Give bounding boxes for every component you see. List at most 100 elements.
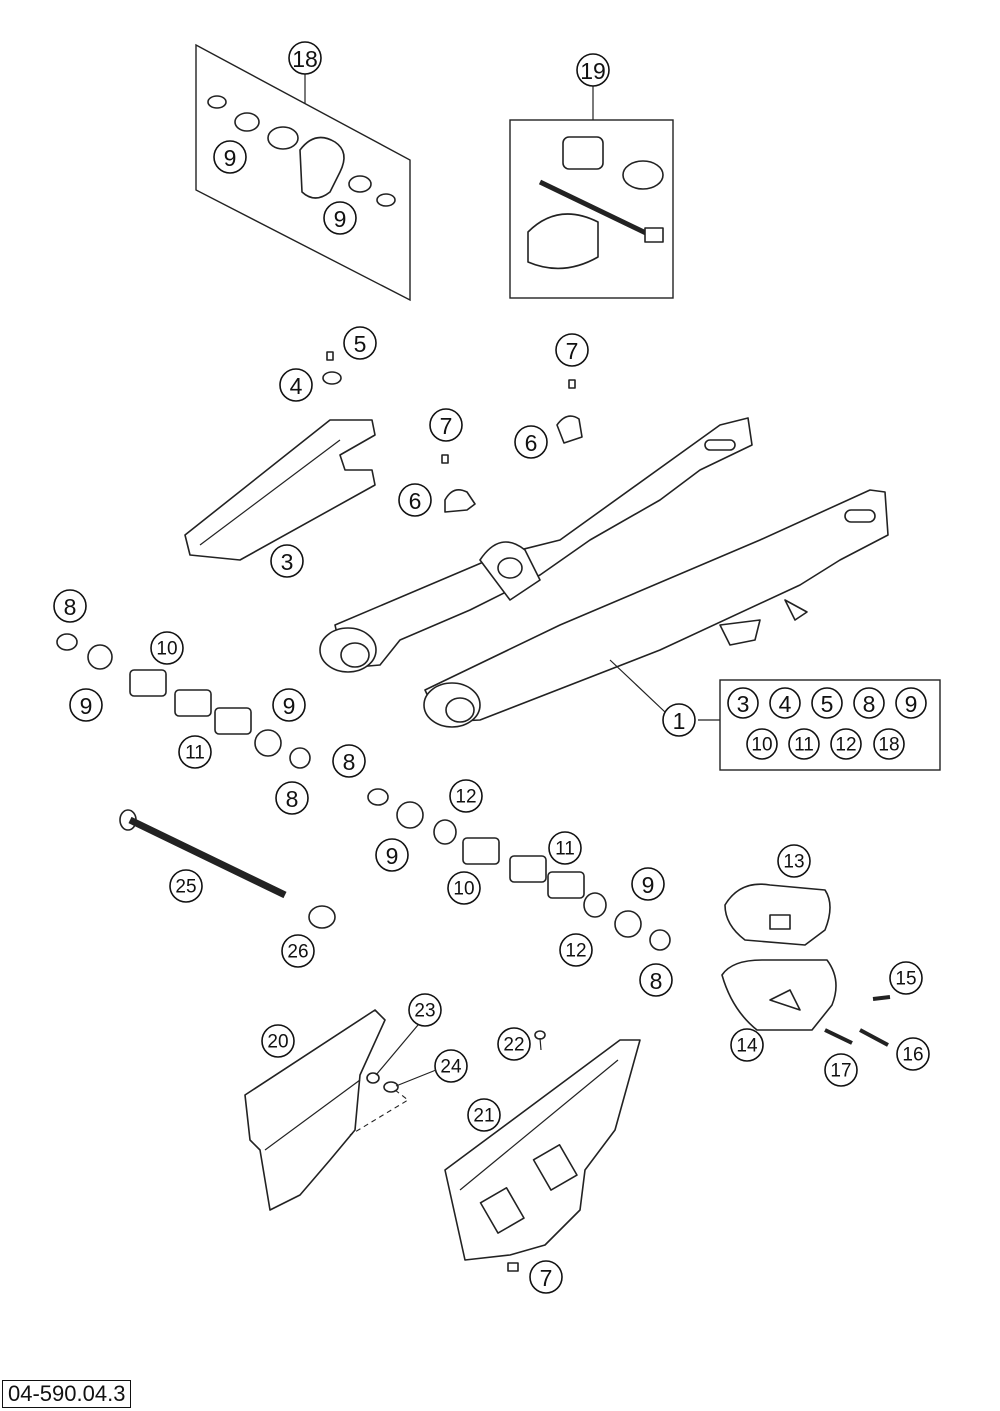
callout-8-d: 8 [639,963,673,997]
callout-9-c: 9 [375,838,409,872]
svg-text:9: 9 [283,693,296,719]
kit-1-item: 8 [853,687,885,719]
kit-19-box [509,85,674,299]
svg-text:8: 8 [286,786,299,812]
svg-text:10: 10 [453,879,474,900]
callout-6-a: 6 [398,483,432,517]
callout-17: 17 [824,1053,858,1087]
chain-slider-part [184,351,376,561]
svg-text:19: 19 [580,58,606,84]
svg-text:3: 3 [737,691,750,717]
clamp-parts [441,379,583,513]
svg-text:7: 7 [540,1265,553,1291]
callout-9-b: 9 [272,688,306,722]
svg-text:8: 8 [64,594,77,620]
kit-18-box [195,43,411,302]
callout-14: 14 [730,1028,764,1062]
svg-text:22: 22 [503,1035,524,1056]
svg-text:8: 8 [650,968,663,994]
kit-1-item: 4 [769,687,801,719]
svg-text:3: 3 [281,549,294,575]
svg-text:21: 21 [473,1106,494,1127]
callout-20: 20 [261,1024,295,1058]
svg-text:18: 18 [292,46,318,72]
svg-text:6: 6 [409,488,422,514]
kit-1-item: 18 [873,728,905,760]
callout-8-b: 8 [275,781,309,815]
callout-8-a: 8 [53,589,87,623]
svg-text:15: 15 [895,969,916,990]
svg-text:24: 24 [440,1057,462,1078]
callout-25: 25 [169,869,203,903]
svg-text:1: 1 [673,708,686,734]
callout-24: 24 [434,1049,468,1083]
svg-text:12: 12 [835,735,856,756]
svg-text:26: 26 [287,942,308,963]
svg-text:13: 13 [783,852,804,873]
callout-7-a: 7 [429,408,463,442]
kit-1-item: 10 [746,728,778,760]
callout-21: 21 [467,1098,501,1132]
svg-text:9: 9 [334,206,347,232]
frame-protector-part [444,1030,641,1272]
callout-23: 23 [408,993,442,1027]
callout-9-a: 9 [69,688,103,722]
svg-text:9: 9 [642,872,655,898]
callout-12-b: 12 [559,933,593,967]
kit-1-item: 12 [830,728,862,760]
svg-text:7: 7 [440,413,453,439]
svg-text:25: 25 [175,877,196,898]
bearing-stack-left [56,633,311,769]
svg-text:17: 17 [830,1061,851,1082]
chain-guide-part [721,883,891,1047]
callout-5: 5 [343,326,377,360]
svg-text:20: 20 [267,1032,288,1053]
callout-9-kit-b: 9 [323,201,357,235]
svg-text:5: 5 [354,331,367,357]
svg-text:8: 8 [343,749,356,775]
callout-22: 22 [497,1027,531,1061]
callout-11-a: 11 [178,735,212,769]
swingarm-part [319,417,889,728]
pivot-axle-part [119,809,336,929]
svg-text:4: 4 [290,373,303,399]
callout-6-b: 6 [514,425,548,459]
callout-7-b: 7 [555,333,589,367]
callout-26: 26 [281,934,315,968]
svg-text:11: 11 [185,743,205,764]
kit-1-item: 11 [788,728,820,760]
callout-15: 15 [889,961,923,995]
svg-text:14: 14 [736,1036,758,1057]
svg-text:9: 9 [905,691,918,717]
chain-guard-part [244,1009,409,1211]
callout-9-kit-a: 9 [213,140,247,174]
callout-9-d: 9 [631,867,665,901]
svg-text:8: 8 [863,691,876,717]
svg-text:11: 11 [794,735,814,756]
callout-11-b: 11 [548,831,582,865]
svg-text:12: 12 [455,787,476,808]
callout-10-a: 10 [150,631,184,665]
kit-1-item: 3 [727,687,759,719]
callout-12-a: 12 [449,779,483,813]
callout-10-b: 10 [447,871,481,905]
svg-text:4: 4 [779,691,792,717]
svg-text:6: 6 [525,430,538,456]
svg-text:11: 11 [555,839,575,860]
svg-text:5: 5 [821,691,834,717]
callout-1: 1 [662,703,696,737]
svg-text:10: 10 [751,735,772,756]
svg-text:18: 18 [878,735,899,756]
svg-text:9: 9 [224,145,237,171]
callout-13: 13 [777,844,811,878]
svg-text:10: 10 [156,639,177,660]
callout-19: 19 [576,53,610,87]
callout-7-c: 7 [529,1260,563,1294]
callout-3: 3 [270,544,304,578]
drawing-id-label: 04-590.04.3 [2,1380,132,1408]
svg-text:9: 9 [386,843,399,869]
callout-8-c: 8 [332,744,366,778]
svg-text:7: 7 [566,338,579,364]
kit-1-contents-list: 3 4 5 8 9 10 11 12 18 [727,687,927,760]
